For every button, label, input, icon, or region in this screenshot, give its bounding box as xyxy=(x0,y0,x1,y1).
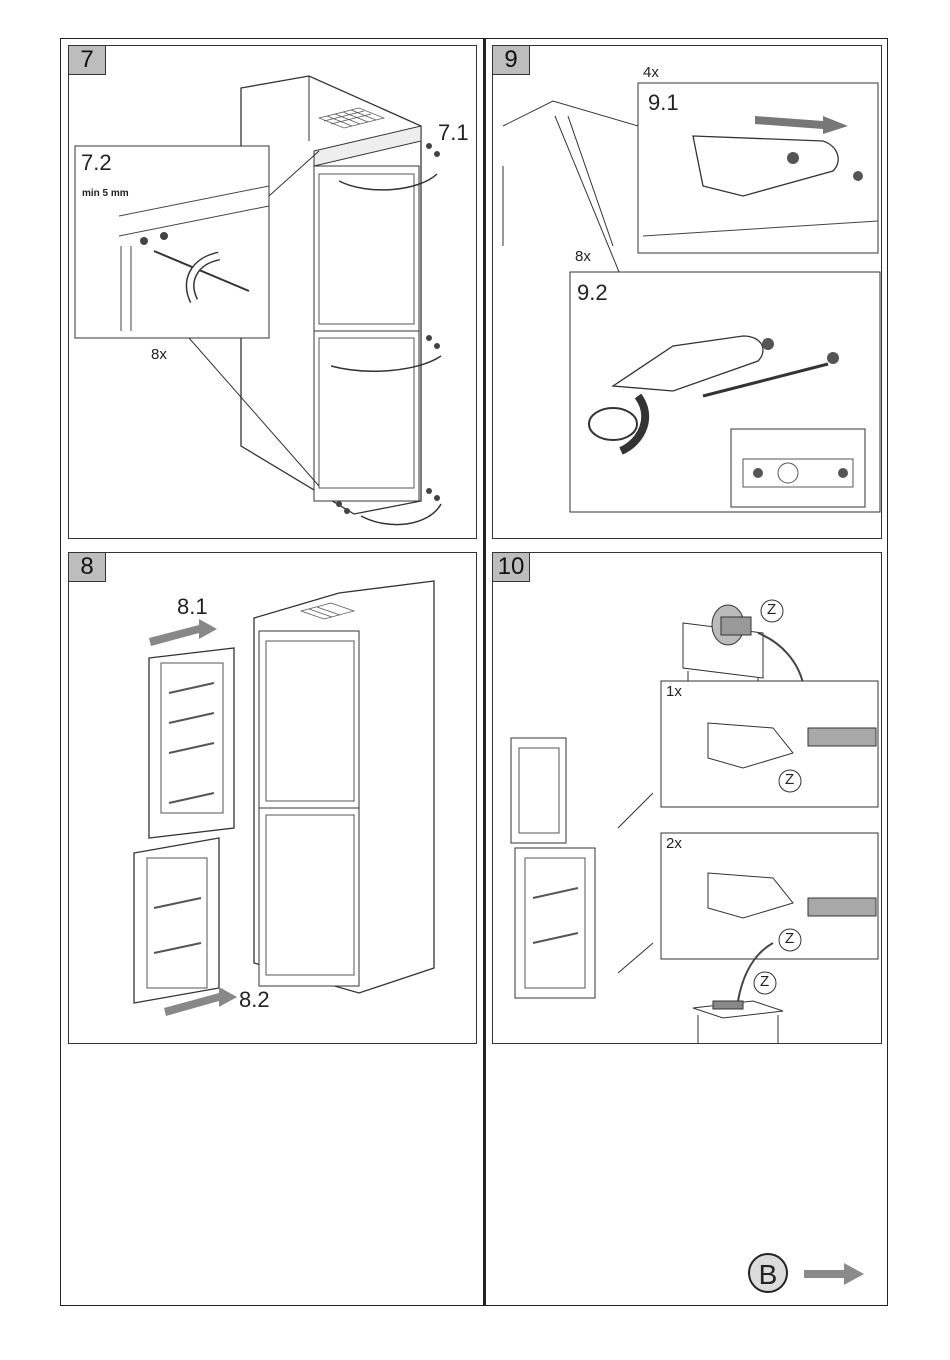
part-label-z: Z xyxy=(785,771,794,788)
callout-9-2: 9.2 xyxy=(577,280,608,306)
callout-9-1: 9.1 xyxy=(648,90,679,116)
callout-8-1: 8.1 xyxy=(177,594,208,620)
hinge-cover-illustration xyxy=(493,553,882,1044)
min-distance-label: min 5 mm xyxy=(82,188,129,199)
callout-7-1: 7.1 xyxy=(438,120,469,146)
next-section-marker[interactable]: B xyxy=(748,1253,868,1295)
part-label-z: Z xyxy=(785,930,794,947)
center-divider xyxy=(483,38,486,1306)
arrow-right-icon xyxy=(748,1253,868,1295)
panel-step-8: 8 8.1 8.2 xyxy=(68,552,477,1044)
screw-count: 8x xyxy=(151,346,167,363)
callout-8-2: 8.2 xyxy=(239,987,270,1013)
panel-step-10: 10 1x 2x Z Z Z Z xyxy=(492,552,882,1044)
hinge-illustration xyxy=(493,46,882,539)
count-1x: 1x xyxy=(666,683,682,700)
count-8x: 8x xyxy=(575,248,591,265)
panel-step-9: 9 4x 9.1 8x 9.2 xyxy=(492,45,882,539)
count-2x: 2x xyxy=(666,835,682,852)
part-label-z: Z xyxy=(767,601,776,618)
part-label-z: Z xyxy=(760,973,769,990)
callout-7-2: 7.2 xyxy=(81,150,112,176)
cabinet-illustration xyxy=(69,46,477,539)
panel-step-7: 7 xyxy=(68,45,477,539)
door-removal-illustration xyxy=(69,553,477,1044)
count-4x: 4x xyxy=(643,64,659,81)
